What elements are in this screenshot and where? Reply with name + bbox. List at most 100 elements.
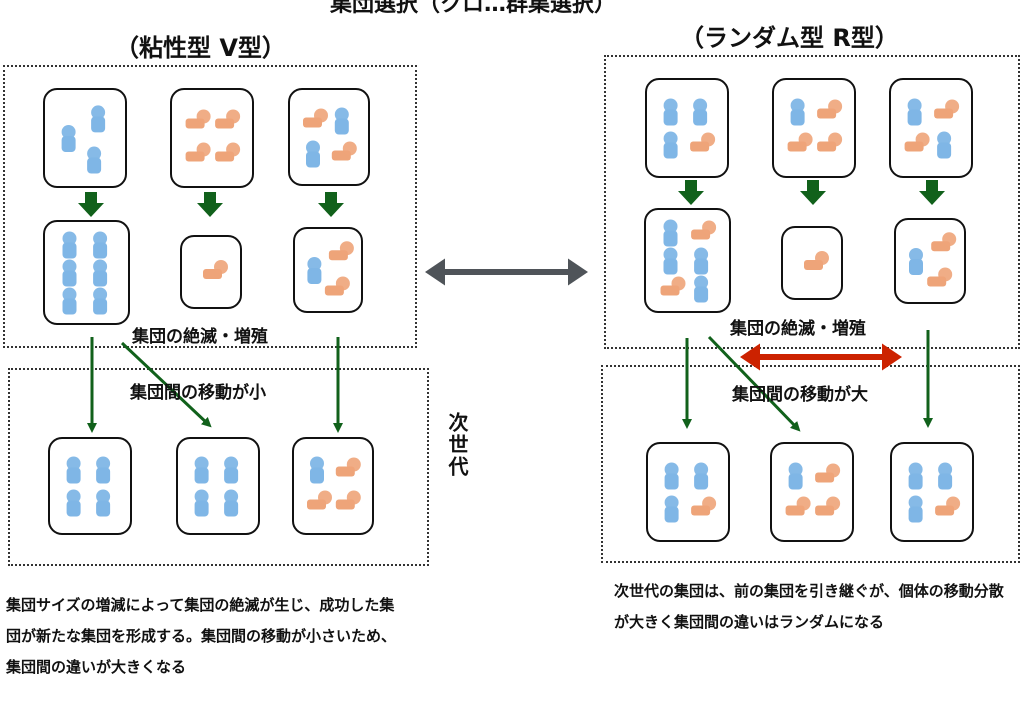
orange-individual-icon bbox=[691, 220, 717, 240]
blue-individual-icon bbox=[93, 287, 108, 315]
blue-individual-icon bbox=[790, 98, 805, 126]
right-current-generation-frame bbox=[604, 55, 1020, 349]
orange-individual-icon bbox=[324, 276, 350, 296]
left-initial-group-box bbox=[43, 88, 127, 188]
right-next-group-box bbox=[890, 442, 974, 542]
blue-individual-icon bbox=[908, 495, 923, 523]
blue-individual-icon bbox=[224, 456, 239, 484]
blue-individual-icon bbox=[694, 462, 709, 490]
blue-individual-icon bbox=[938, 462, 953, 490]
orange-individual-icon bbox=[203, 260, 228, 279]
blue-individual-icon bbox=[306, 140, 320, 168]
left-extinction-label: 集団の絶滅・増殖 bbox=[132, 327, 268, 347]
left-initial-group-box bbox=[170, 88, 254, 188]
orange-individual-icon bbox=[931, 232, 957, 252]
blue-individual-icon bbox=[93, 259, 108, 287]
left-next-generation-frame bbox=[8, 368, 429, 566]
orange-individual-icon bbox=[328, 241, 354, 261]
left-growth-arrow-icon bbox=[78, 192, 104, 217]
orange-individual-icon bbox=[307, 490, 332, 510]
right-next-group-box bbox=[646, 442, 730, 542]
left-next-group-box bbox=[48, 437, 132, 535]
blue-individual-icon bbox=[96, 456, 111, 484]
blue-individual-icon bbox=[909, 248, 923, 275]
orange-individual-icon bbox=[935, 496, 961, 516]
blue-individual-icon bbox=[664, 462, 679, 490]
right-extinction-label: 集団の絶滅・増殖 bbox=[730, 319, 866, 339]
orange-individual-icon bbox=[660, 276, 686, 296]
right-growth-arrow-icon bbox=[678, 180, 704, 205]
orange-individual-icon bbox=[335, 457, 361, 477]
right-next-group-box bbox=[770, 442, 854, 542]
orange-individual-icon bbox=[691, 496, 717, 516]
blue-individual-icon bbox=[907, 98, 922, 126]
blue-individual-icon bbox=[61, 125, 76, 152]
blue-individual-icon bbox=[694, 275, 709, 303]
orange-individual-icon bbox=[331, 141, 357, 161]
right-next-generation-frame bbox=[601, 365, 1020, 563]
next-generation-label: 次世代 bbox=[445, 412, 469, 478]
left-generation-flow-arrow bbox=[120, 341, 212, 428]
blue-individual-icon bbox=[66, 489, 81, 517]
orange-individual-icon bbox=[817, 99, 843, 119]
blue-individual-icon bbox=[62, 231, 77, 259]
right-initial-group-box bbox=[772, 78, 856, 178]
right-initial-group-box bbox=[889, 78, 973, 178]
blue-individual-icon bbox=[908, 462, 923, 490]
orange-individual-icon bbox=[815, 463, 841, 483]
left-current-generation-frame bbox=[3, 65, 417, 348]
orange-individual-icon bbox=[787, 132, 813, 152]
orange-individual-icon bbox=[215, 109, 241, 129]
migration-double-arrow-icon bbox=[740, 343, 902, 371]
blue-individual-icon bbox=[93, 231, 108, 259]
orange-individual-icon bbox=[185, 109, 211, 129]
orange-individual-icon bbox=[927, 267, 953, 287]
orange-individual-icon bbox=[185, 142, 211, 162]
right-generation-flow-arrow bbox=[707, 335, 801, 432]
blue-individual-icon bbox=[87, 146, 102, 174]
blue-individual-icon bbox=[663, 219, 678, 247]
blue-individual-icon bbox=[194, 489, 209, 517]
orange-individual-icon bbox=[303, 108, 328, 128]
blue-individual-icon bbox=[663, 98, 678, 126]
left-growth-arrow-icon bbox=[318, 192, 344, 217]
left-next-group-box bbox=[176, 437, 260, 535]
orange-individual-icon bbox=[815, 496, 841, 516]
panel-compare-arrow-icon bbox=[425, 258, 588, 286]
orange-individual-icon bbox=[690, 132, 716, 152]
blue-individual-icon bbox=[663, 247, 678, 275]
blue-individual-icon bbox=[62, 287, 77, 315]
blue-individual-icon bbox=[788, 462, 803, 490]
left-grown-group-box bbox=[293, 227, 363, 313]
blue-individual-icon bbox=[194, 456, 209, 484]
orange-individual-icon bbox=[817, 132, 843, 152]
right-migration-label: 集団間の移動が大 bbox=[732, 385, 868, 405]
orange-individual-icon bbox=[335, 490, 361, 510]
blue-individual-icon bbox=[96, 489, 111, 517]
right-initial-group-box bbox=[645, 78, 729, 178]
left-initial-group-box bbox=[288, 88, 370, 186]
left-description: 集団サイズの増減によって集団の絶滅が生じ、成功した集団が新たな集団を形成する。集… bbox=[6, 596, 397, 676]
blue-individual-icon bbox=[663, 131, 678, 159]
blue-individual-icon bbox=[310, 456, 324, 484]
left-grown-group-box bbox=[43, 220, 130, 325]
orange-individual-icon bbox=[904, 132, 930, 152]
orange-individual-icon bbox=[804, 251, 829, 270]
right-panel-title: （ランダム型 R型） bbox=[680, 24, 899, 52]
right-growth-arrow-icon bbox=[800, 180, 826, 205]
right-grown-group-box bbox=[894, 218, 966, 304]
orange-individual-icon bbox=[215, 142, 241, 162]
figure-title: 集団選択（クロ…群集選択） bbox=[330, 0, 617, 17]
blue-individual-icon bbox=[66, 456, 81, 484]
left-next-group-box bbox=[292, 437, 374, 535]
left-growth-arrow-icon bbox=[197, 192, 223, 217]
blue-individual-icon bbox=[664, 495, 679, 523]
right-grown-group-box bbox=[644, 208, 731, 313]
right-description: 次世代の集団は、前の集団を引き継ぐが、個体の移動分散が大きく集団間の違いはランダ… bbox=[614, 582, 1004, 631]
orange-individual-icon bbox=[785, 496, 811, 516]
blue-individual-icon bbox=[224, 489, 239, 517]
left-migration-label: 集団間の移動が小 bbox=[130, 383, 266, 403]
blue-individual-icon bbox=[307, 257, 322, 284]
left-panel-title: （粘性型 V型） bbox=[115, 34, 286, 62]
